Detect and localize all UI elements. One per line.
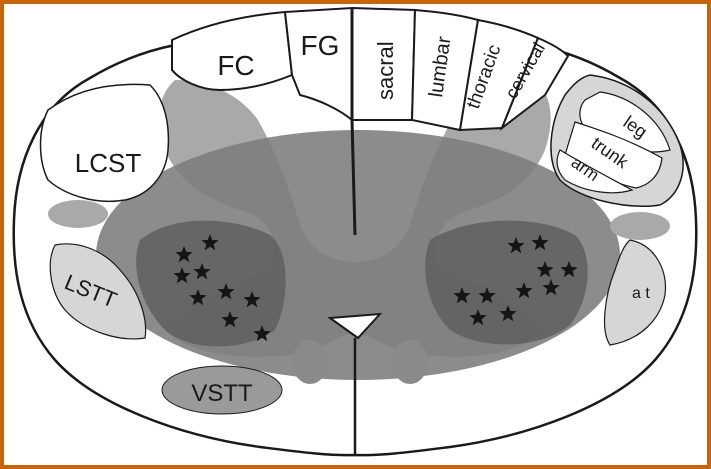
small-tract-label: a t (632, 285, 650, 302)
left-small-tract (48, 200, 108, 228)
left-ventral-dot (292, 340, 328, 384)
right-small-tract (610, 212, 670, 240)
lcst-region (41, 84, 169, 201)
right-lesion-core (425, 221, 588, 345)
fg-label: FG (301, 30, 340, 61)
sacral-label: sacral (373, 41, 398, 100)
fc-label: FC (217, 50, 254, 81)
lcst-label: LCST (75, 148, 142, 178)
vstt-label: VSTT (191, 380, 253, 407)
right-ventral-dot (392, 340, 428, 384)
